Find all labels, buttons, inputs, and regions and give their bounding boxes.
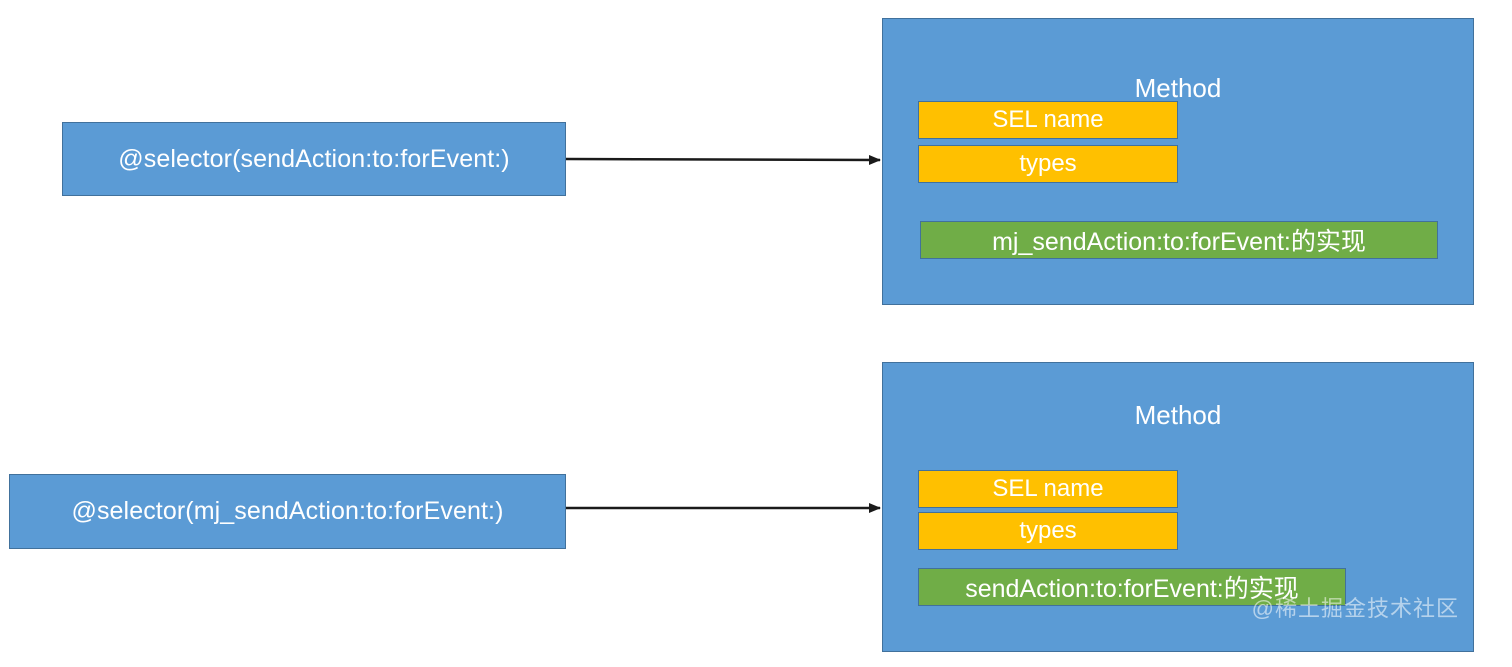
method-box-2: Method SEL name types sendAction:to:forE… [882, 362, 1474, 652]
method-field-label: types [1019, 517, 1077, 544]
method-field-label: SEL name [992, 106, 1104, 133]
arrow-selector-to-method-1 [565, 154, 881, 165]
method-implementation-1: mj_sendAction:to:forEvent:的实现 [920, 221, 1438, 259]
selector-box-1: @selector(sendAction:to:forEvent:) [62, 122, 566, 196]
method-field-types-1: types [918, 145, 1178, 183]
selector-label-1: @selector(sendAction:to:forEvent:) [118, 144, 510, 173]
method-field-label: types [1019, 150, 1077, 177]
method-implementation-label: sendAction:to:forEvent:的实现 [965, 575, 1299, 603]
method-field-types-2: types [918, 512, 1178, 550]
method-field-sel-name-1: SEL name [918, 101, 1178, 139]
method-box-1: Method SEL name types mj_sendAction:to:f… [882, 18, 1474, 305]
method-implementation-2: sendAction:to:forEvent:的实现 [918, 568, 1346, 606]
watermark: @稀土掘金技术社区 [1251, 596, 1459, 621]
selector-label-2: @selector(mj_sendAction:to:forEvent:) [71, 497, 504, 525]
method-title-2: Method [1134, 400, 1222, 430]
method-field-sel-name-2: SEL name [918, 470, 1178, 508]
method-field-label: SEL name [992, 475, 1104, 502]
method-title-1: Method [1134, 73, 1222, 103]
method-implementation-label: mj_sendAction:to:forEvent:的实现 [992, 228, 1366, 256]
selector-box-2: @selector(mj_sendAction:to:forEvent:) [9, 474, 566, 549]
